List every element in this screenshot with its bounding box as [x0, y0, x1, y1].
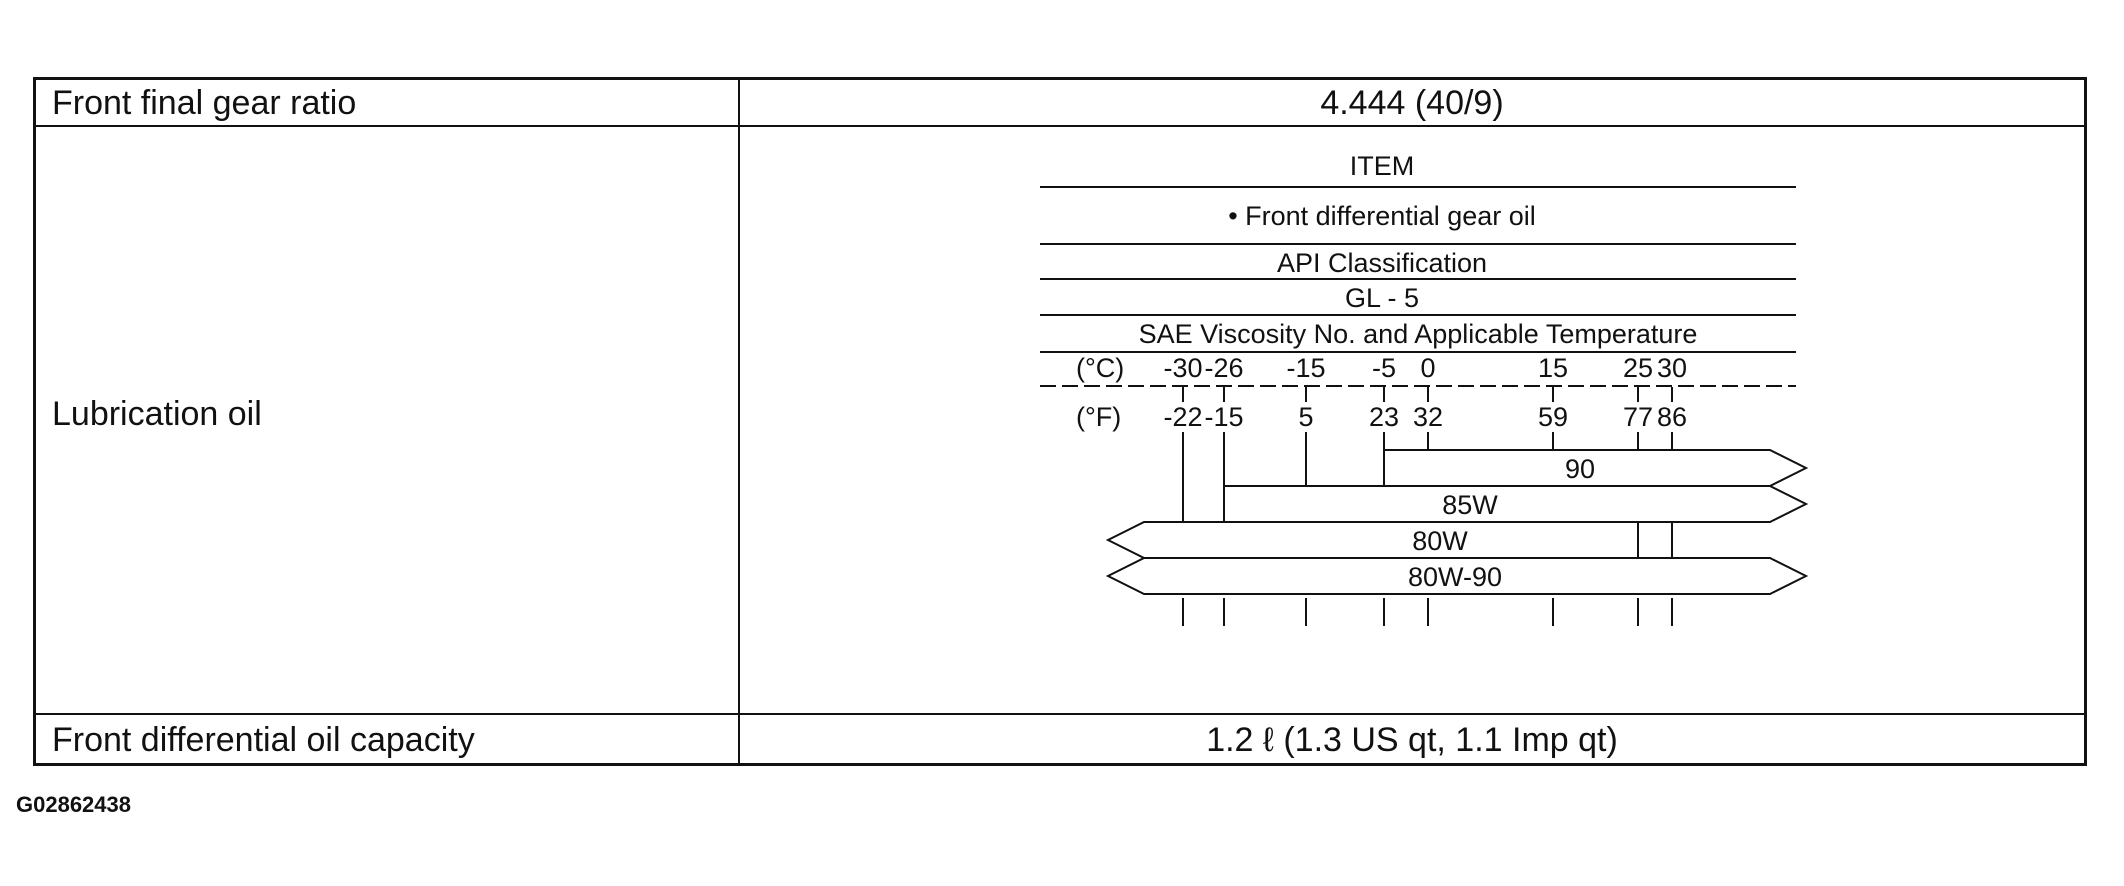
fahrenheit-tick-label: 23 [1369, 402, 1399, 432]
api-header: API Classification [1277, 248, 1487, 278]
grade-label: 80W [1412, 526, 1468, 556]
fahrenheit-tick-label: 77 [1623, 402, 1653, 432]
fahrenheit-tick-label: -15 [1204, 402, 1243, 432]
column-divider [738, 715, 740, 763]
grade-bar [1383, 449, 1809, 487]
celsius-tick-label: -30 [1163, 353, 1202, 383]
api-value: GL - 5 [1345, 283, 1419, 313]
fahrenheit-unit: (°F) [1076, 402, 1121, 432]
grade-label: 85W [1442, 490, 1498, 520]
table-row: Front differential oil capacity 1.2 ℓ (1… [36, 715, 2084, 763]
column-divider [738, 80, 740, 125]
row-value: 4.444 (40/9) [1320, 84, 1504, 122]
grade-label: 80W-90 [1408, 562, 1502, 592]
grade-bar [1105, 557, 1809, 595]
celsius-tick-label: -5 [1372, 353, 1396, 383]
row-label: Front final gear ratio [52, 84, 357, 122]
row-value: 1.2 ℓ (1.3 US qt, 1.1 Imp qt) [1206, 721, 1618, 759]
fahrenheit-tick-label: 32 [1413, 402, 1443, 432]
fahrenheit-tick-label: -22 [1163, 402, 1202, 432]
fahrenheit-tick-label: 5 [1298, 402, 1313, 432]
column-divider [738, 127, 740, 713]
figure-id: G02862438 [16, 792, 131, 817]
item-header: ITEM [1350, 151, 1415, 181]
table-row: Front final gear ratio 4.444 (40/9) [36, 80, 2084, 127]
grade-label: 90 [1565, 454, 1595, 484]
celsius-tick-label: 30 [1657, 353, 1687, 383]
chart-rules [1040, 186, 1796, 353]
fahrenheit-tick-label: 86 [1657, 402, 1687, 432]
sae-header: SAE Viscosity No. and Applicable Tempera… [1139, 319, 1698, 349]
grade-bar [1223, 485, 1809, 523]
celsius-tick-label: 25 [1623, 353, 1653, 383]
celsius-unit: (°C) [1076, 353, 1124, 383]
row-label: Front differential oil capacity [52, 721, 475, 759]
celsius-tick-label: 15 [1538, 353, 1568, 383]
spec-table: Front final gear ratio 4.444 (40/9) Lubr… [33, 77, 2087, 766]
fahrenheit-tick-label: 59 [1538, 402, 1568, 432]
grade-bar [1105, 521, 1673, 559]
celsius-tick-label: 0 [1420, 353, 1435, 383]
item-text: • Front differential gear oil [1228, 201, 1536, 231]
table-row: Lubrication oil [36, 127, 2084, 715]
celsius-tick-label: -26 [1204, 353, 1243, 383]
row-label: Lubrication oil [52, 395, 262, 433]
celsius-tick-label: -15 [1286, 353, 1325, 383]
grade-bars: 90 85W 80W 80W-90 [1105, 449, 1809, 595]
